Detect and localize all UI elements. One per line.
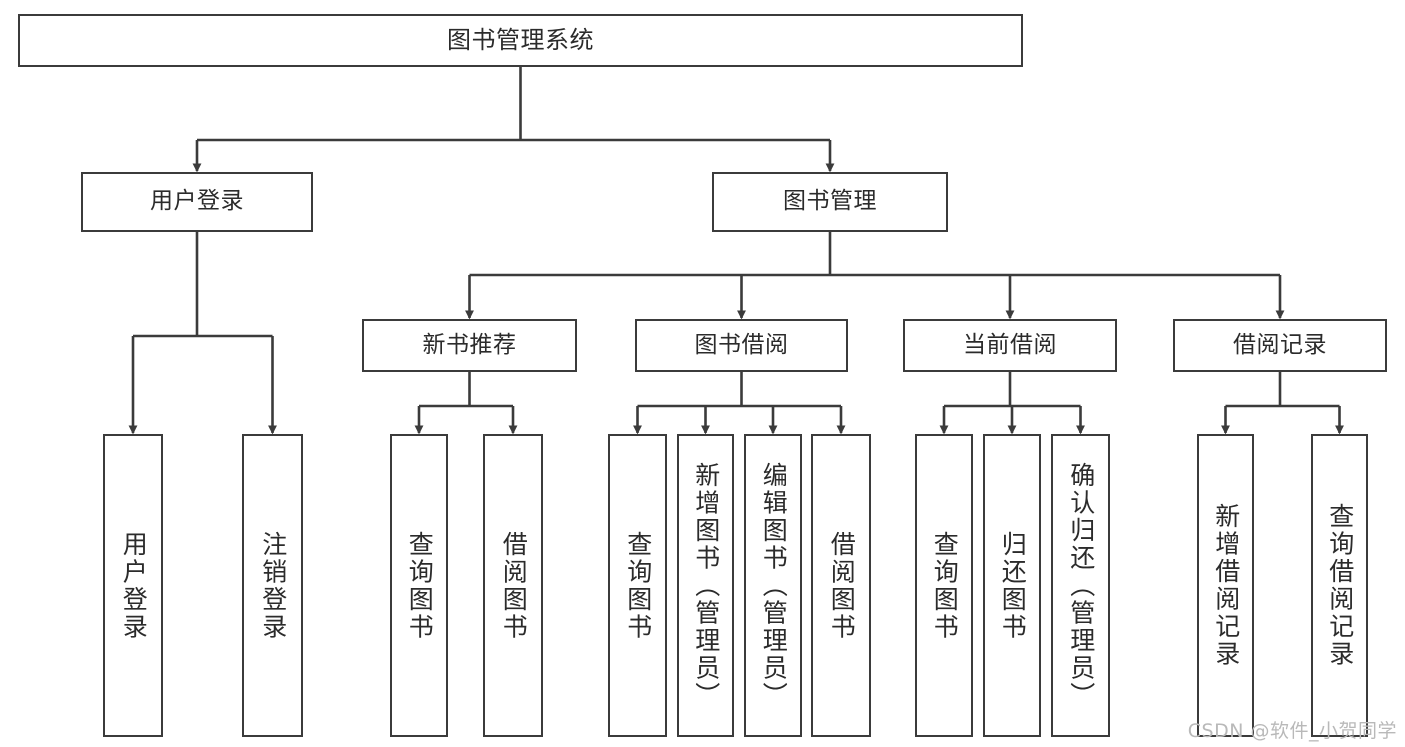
node-leaf-borrow-2[interactable]: 新增图书（管理员） [677,434,734,737]
node-label: 用户登录 [150,188,244,215]
node-label: 查询图书 [405,530,435,641]
node-leaf-new-2[interactable]: 借阅图书 [483,434,543,737]
watermark-text: CSDN @软件_小贺同学 [1187,720,1397,742]
node-leaf-cur-2[interactable]: 归还图书 [983,434,1041,737]
node-leaf-login-2[interactable]: 注销登录 [242,434,303,737]
node-leaf-cur-1[interactable]: 查询图书 [915,434,973,737]
node-leaf-rec-2[interactable]: 查询借阅记录 [1311,434,1368,737]
node-label: 图书管理系统 [447,26,594,55]
node-records[interactable]: 借阅记录 [1173,319,1387,372]
node-label: 图书借阅 [694,331,789,358]
node-label: 图书管理 [783,188,877,215]
node-label: 用户登录 [119,530,149,641]
node-label: 新增图书（管理员） [691,461,721,710]
node-leaf-cur-3[interactable]: 确认归还（管理员） [1051,434,1110,737]
node-current[interactable]: 当前借阅 [903,319,1117,372]
node-leaf-new-1[interactable]: 查询图书 [390,434,448,737]
node-leaf-borrow-4[interactable]: 借阅图书 [811,434,871,737]
node-label: 归还图书 [998,530,1028,641]
node-label: 借阅记录 [1233,331,1327,358]
node-label: 查询图书 [930,530,960,641]
node-login[interactable]: 用户登录 [81,172,313,232]
node-label: 借阅图书 [499,530,529,641]
node-label: 当前借阅 [963,331,1057,358]
node-borrow[interactable]: 图书借阅 [635,319,848,372]
node-leaf-login-1[interactable]: 用户登录 [103,434,163,737]
node-label: 新增借阅记录 [1211,503,1241,668]
node-label: 借阅图书 [827,530,857,641]
node-label: 查询图书 [623,530,653,641]
node-leaf-borrow-1[interactable]: 查询图书 [608,434,667,737]
node-label: 确认归还（管理员） [1066,461,1096,710]
node-label: 编辑图书（管理员） [759,461,789,710]
node-leaf-rec-1[interactable]: 新增借阅记录 [1197,434,1254,737]
node-label: 新书推荐 [422,331,517,358]
node-newbook[interactable]: 新书推荐 [362,319,577,372]
node-root[interactable]: 图书管理系统 [18,14,1023,67]
node-label: 注销登录 [258,530,288,641]
node-label: 查询借阅记录 [1325,503,1355,668]
node-leaf-borrow-3[interactable]: 编辑图书（管理员） [744,434,802,737]
node-bookmgmt[interactable]: 图书管理 [712,172,948,232]
